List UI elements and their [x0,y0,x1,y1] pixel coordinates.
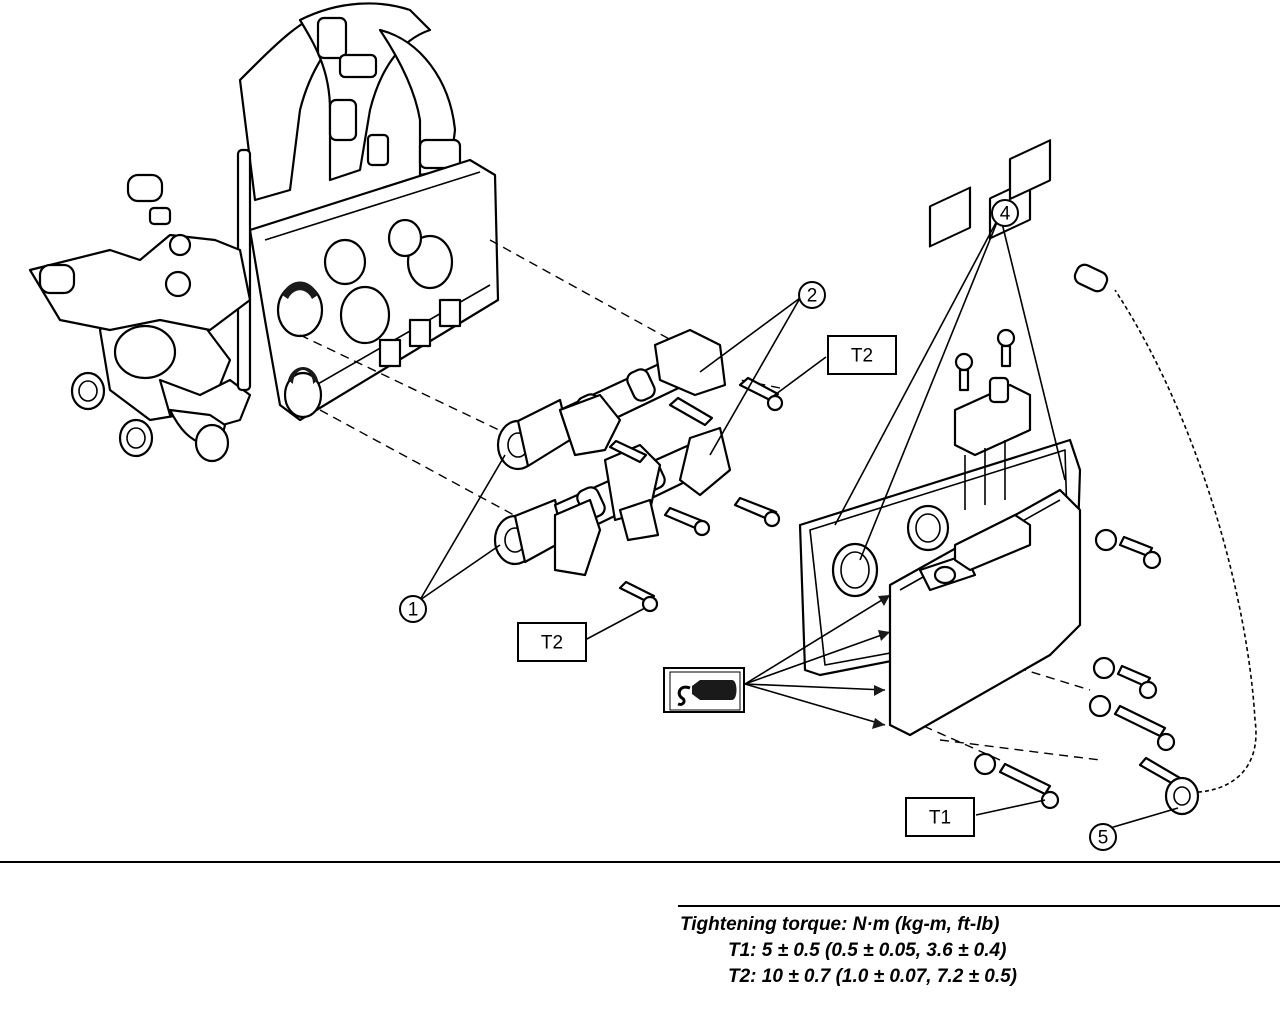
camshaft-lower [493,426,732,577]
torque-box-t2-upper: T2 [827,335,897,375]
torque-box-t2-upper-label: T2 [851,346,873,367]
engine-cylinder-head [28,2,500,463]
torque-box-t1-label: T1 [929,808,951,829]
callout-5: 5 [1089,823,1117,851]
callout-1-label: 1 [408,600,419,621]
sealant-tube-icon [663,667,745,713]
callout-1: 1 [399,595,427,623]
callout-2-label: 2 [807,286,818,307]
camshaft-cap-bolts [608,376,784,613]
torque-note-t1: T1: 5 ± 0.5 (0.5 ± 0.05, 3.6 ± 0.4) [728,940,1007,961]
camshaft-upper [496,328,727,471]
callout-5-label: 5 [1098,828,1109,849]
callout-2: 2 [798,281,826,309]
callout-4: 4 [991,199,1019,227]
callout-4-label: 4 [1000,204,1011,225]
torque-notes: Tightening torque: N·m (kg-m, ft-lb) T1:… [680,912,1100,990]
torque-box-t2-lower-label: T2 [541,633,563,654]
torque-box-t1: T1 [905,797,975,837]
cylinder-head-cover [888,139,1082,737]
torque-note-t2: T2: 10 ± 0.7 (1.0 ± 0.07, 7.2 ± 0.5) [728,966,1017,987]
torque-notes-heading: Tightening torque: N·m (kg-m, ft-lb) [680,914,1000,935]
cover-bolts [973,528,1182,810]
torque-box-t2-lower: T2 [517,622,587,662]
callout-leaders [419,214,1179,829]
camshaft-position-sensor [1073,263,1257,816]
